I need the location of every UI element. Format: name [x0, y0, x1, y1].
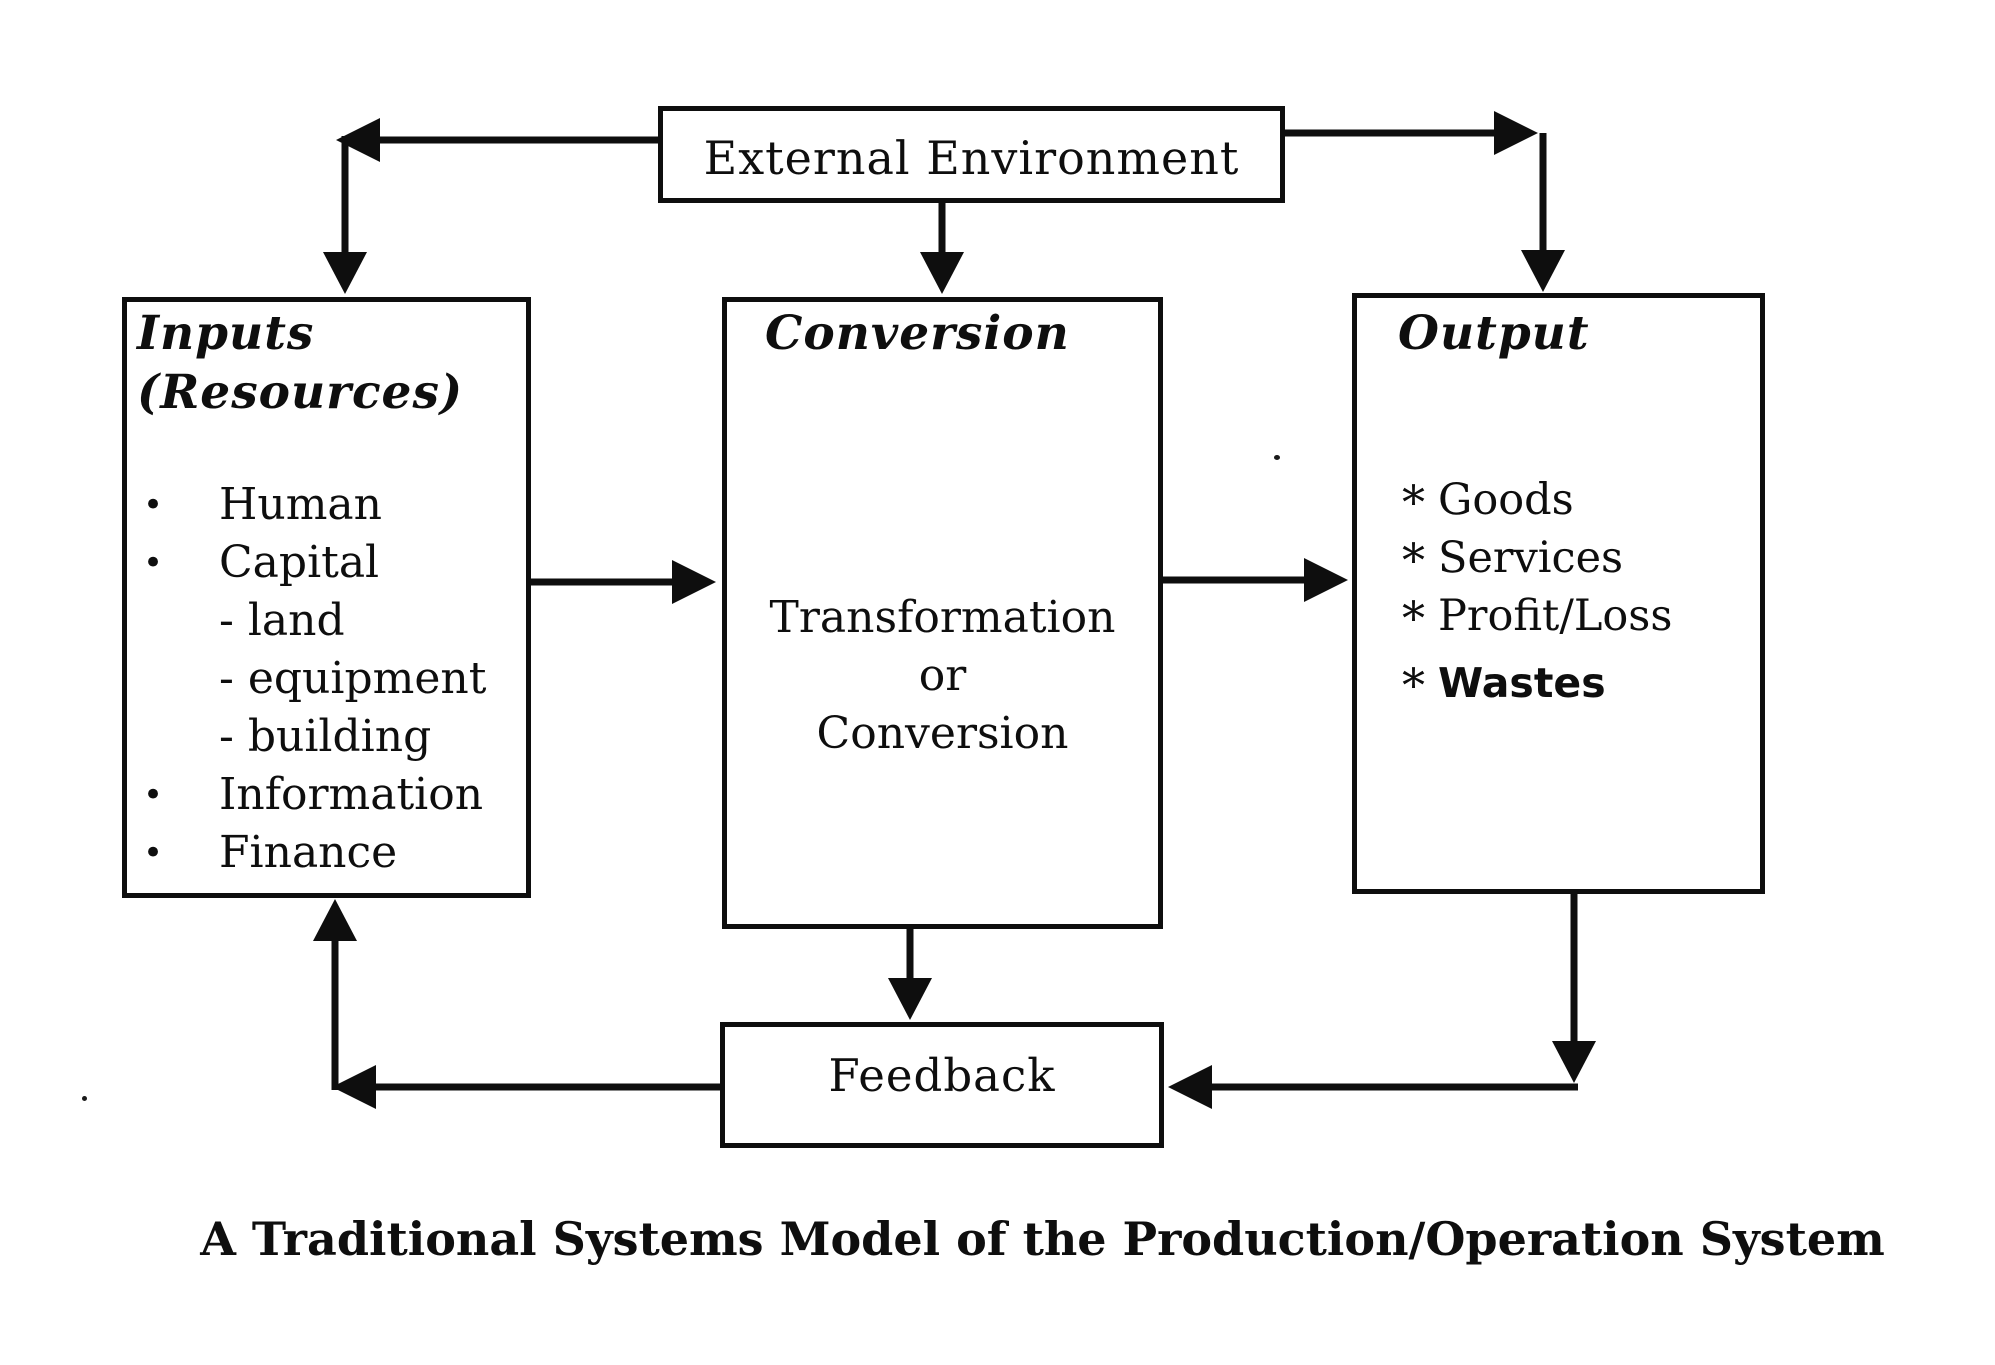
external-environment-box: External Environment [658, 106, 1285, 203]
list-item: • Finance [127, 824, 526, 882]
output-box: Output * Goods * Services * Profit/Loss … [1352, 293, 1765, 894]
list-item-label: - equipment [219, 653, 487, 704]
arrow-conversion-feedback [888, 929, 932, 1020]
list-item-label: Finance [219, 827, 398, 878]
arrow-feedback-inputs [313, 899, 720, 1109]
list-item-label: Profit/Loss [1438, 591, 1673, 641]
list-item-label: Human [219, 479, 383, 530]
arrow-environment-conversion [920, 203, 964, 294]
list-item: - building [127, 708, 526, 766]
asterisk-icon: * [1402, 475, 1425, 529]
scan-speck [1274, 455, 1280, 460]
list-item-label: - building [219, 711, 432, 762]
arrow-environment-inputs [323, 118, 658, 294]
list-item-label: Services [1438, 533, 1624, 583]
list-item-label: Goods [1438, 475, 1574, 525]
list-item-label: Wastes [1438, 659, 1606, 707]
list-item-label: - land [219, 595, 345, 646]
diagram-caption: A Traditional Systems Model of the Produ… [200, 1212, 1885, 1266]
list-item: * Wastes [1357, 654, 1760, 712]
scan-speck [82, 1096, 87, 1101]
list-item-label: Information [219, 769, 484, 820]
arrow-conversion-output [1163, 558, 1348, 602]
output-title: Output [1398, 306, 1590, 361]
inputs-box: Inputs (Resources) • Human • Capital - l… [122, 297, 531, 898]
inputs-title: Inputs (Resources) [137, 306, 464, 420]
arrow-output-feedback [1168, 894, 1596, 1109]
arrow-inputs-conversion [531, 560, 716, 604]
list-item: * Goods [1357, 471, 1760, 529]
conversion-body-text: Transformation or Conversion [769, 592, 1116, 759]
external-environment-label: External Environment [703, 130, 1240, 185]
list-item: * Profit/Loss [1357, 587, 1760, 645]
conversion-title: Conversion [765, 306, 1070, 361]
bullet-icon: • [143, 833, 164, 873]
bullet-icon: • [143, 543, 164, 583]
output-list: * Goods * Services * Profit/Loss * Waste… [1357, 471, 1760, 712]
list-item-label: Capital [219, 537, 380, 588]
bullet-icon: • [143, 775, 164, 815]
asterisk-icon: * [1402, 533, 1425, 587]
list-item: • Human [127, 476, 526, 534]
conversion-box: Conversion Transformation or Conversion [722, 297, 1163, 929]
list-item: • Information [127, 766, 526, 824]
list-item: - land [127, 592, 526, 650]
feedback-label: Feedback [828, 1049, 1056, 1102]
feedback-box: Feedback [720, 1022, 1164, 1148]
list-item: - equipment [127, 650, 526, 708]
list-item: * Services [1357, 529, 1760, 587]
bullet-icon: • [143, 485, 164, 525]
list-item: • Capital [127, 534, 526, 592]
inputs-list: • Human • Capital - land - equipment - b… [127, 476, 526, 882]
asterisk-icon: * [1402, 591, 1425, 645]
arrow-environment-output [1285, 111, 1565, 292]
asterisk-icon: * [1402, 658, 1425, 712]
